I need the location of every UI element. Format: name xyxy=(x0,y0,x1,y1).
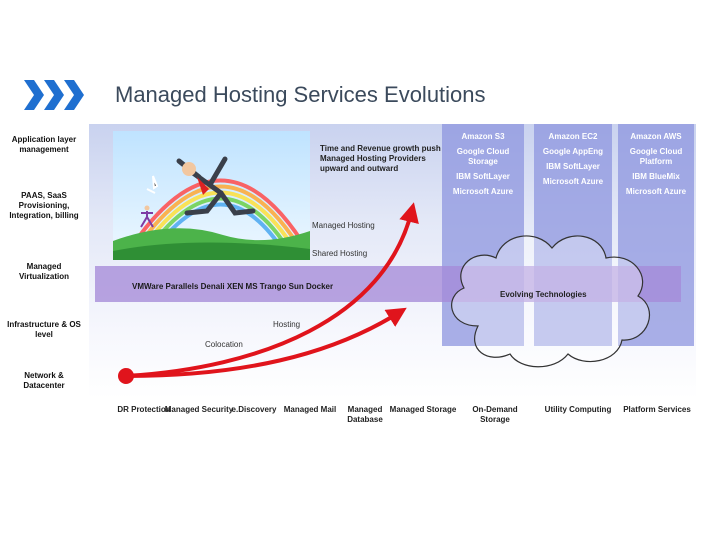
virtualization-band-label: VMWare Parallels Denali XEN MS Trango Su… xyxy=(132,282,334,291)
bottom-label: e.Discovery xyxy=(231,405,277,414)
bottom-label: Managed Storage xyxy=(389,405,457,414)
column-item: Microsoft Azure xyxy=(542,177,604,186)
column-item: Amazon EC2 xyxy=(548,132,598,141)
chevron-logo-icon xyxy=(24,80,84,110)
hosting-label: Hosting xyxy=(273,320,301,329)
column-item: Google AppEng xyxy=(542,147,604,156)
jumping-man-illustration xyxy=(113,131,310,260)
column-item: IBM SoftLayer xyxy=(546,162,600,171)
cloud-icon xyxy=(451,235,650,368)
column-item: Microsoft Azure xyxy=(625,187,687,196)
side-label-infrastructure: Infrastructure & OS level xyxy=(7,320,81,339)
bottom-label: Managed Security xyxy=(164,405,234,414)
managed-hosting-arrow xyxy=(125,202,419,378)
column-item: IBM BlueMix xyxy=(632,172,680,181)
column-band-platform xyxy=(618,124,694,346)
column-item: Google Cloud Platform xyxy=(629,147,683,166)
bottom-label: Utility Computing xyxy=(544,405,612,414)
growth-note: Time and Revenue growth push Managed Hos… xyxy=(320,144,441,173)
page-title: Managed Hosting Services Evolutions xyxy=(115,82,486,107)
column-item: IBM SoftLayer xyxy=(456,172,510,181)
managed-hosting-label: Managed Hosting xyxy=(312,221,375,230)
bottom-label: DR Protection xyxy=(117,405,171,414)
column-item: Amazon S3 xyxy=(461,132,505,141)
hosting-arrow xyxy=(125,307,407,378)
column-band-storage xyxy=(442,124,524,346)
side-label-virtualization: Managed Virtualization xyxy=(18,262,70,281)
virtualization-band xyxy=(95,266,681,302)
column-item: Google Cloud Storage xyxy=(456,147,510,166)
side-label-network: Network & Datacenter xyxy=(23,371,65,390)
bottom-label: Managed Mail xyxy=(283,405,337,414)
origin-dot xyxy=(118,368,134,384)
column-item: Amazon AWS xyxy=(630,132,682,141)
side-label-paas: PAAS, SaaS Provisioning, Integration, bi… xyxy=(9,191,79,220)
column-band-compute xyxy=(534,124,612,346)
diagram-panel: Amazon S3 Google Cloud Storage IBM SoftL… xyxy=(89,124,696,399)
bottom-label: Managed Database xyxy=(347,405,383,424)
shared-hosting-label: Shared Hosting xyxy=(312,249,368,258)
bottom-label: Platform Services xyxy=(623,405,691,414)
column-item: Microsoft Azure xyxy=(452,187,514,196)
colocation-label: Colocation xyxy=(205,340,243,349)
side-label-application: Application layer management xyxy=(11,135,77,154)
bottom-label: On-Demand Storage xyxy=(472,405,518,424)
cloud-label: Evolving Technologies xyxy=(500,290,587,299)
